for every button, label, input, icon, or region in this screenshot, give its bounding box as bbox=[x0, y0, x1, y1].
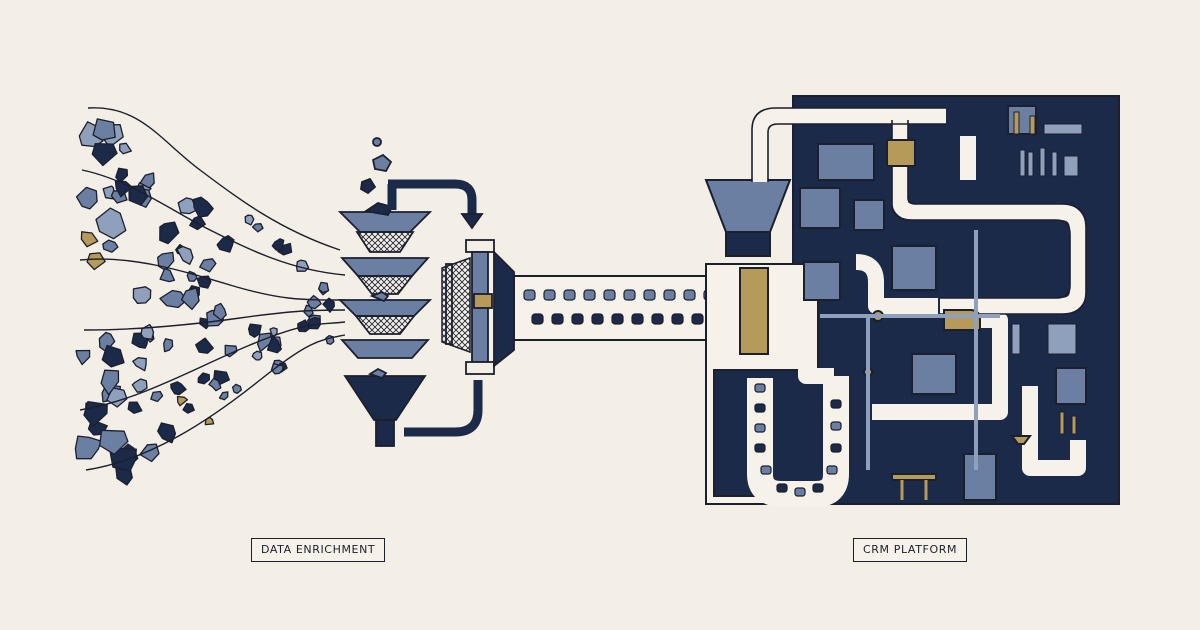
data-fragment bbox=[101, 344, 125, 368]
conveyor-bead bbox=[754, 423, 766, 433]
data-bead bbox=[623, 289, 636, 301]
data-fragment bbox=[159, 289, 188, 309]
data-bead bbox=[583, 289, 596, 301]
data-fragment bbox=[75, 349, 91, 366]
data-fragment bbox=[170, 381, 187, 396]
data-fragment bbox=[176, 395, 189, 407]
conveyor-bead bbox=[754, 443, 766, 453]
data-bead bbox=[631, 313, 644, 325]
data-fragment bbox=[159, 221, 180, 245]
data-bead bbox=[563, 289, 576, 301]
flow-lines bbox=[79, 107, 346, 471]
conveyor-bead bbox=[754, 383, 766, 393]
data-fragment bbox=[132, 286, 152, 304]
conveyor-bead bbox=[794, 487, 806, 497]
data-fragment bbox=[163, 338, 174, 353]
data-fragment bbox=[266, 336, 282, 354]
data-fragment bbox=[197, 372, 211, 385]
data-fragment bbox=[80, 231, 99, 248]
crm-machine-icon bbox=[704, 95, 1120, 507]
data-bead bbox=[591, 313, 604, 325]
data-fragment bbox=[127, 401, 143, 414]
data-fragment bbox=[114, 180, 133, 198]
conveyor-bead bbox=[830, 443, 842, 453]
data-fragment bbox=[102, 239, 119, 253]
data-fragment bbox=[195, 337, 214, 354]
data-fragment bbox=[251, 350, 263, 361]
data-fragment bbox=[86, 252, 106, 271]
crm-platform-label: CRM PLATFORM bbox=[853, 538, 968, 562]
data-fragment bbox=[157, 422, 177, 444]
data-bead bbox=[651, 313, 664, 325]
conveyor-bead bbox=[830, 399, 842, 409]
data-fragment bbox=[131, 378, 148, 393]
data-bead bbox=[663, 289, 676, 301]
data-fragment bbox=[306, 294, 322, 310]
data-fragment bbox=[208, 377, 222, 392]
data-fragment bbox=[139, 172, 155, 189]
data-fragment bbox=[176, 245, 194, 265]
data-bead bbox=[531, 313, 544, 325]
conveyor-bead bbox=[826, 465, 838, 475]
valve-connector-icon bbox=[387, 179, 515, 437]
data-bead bbox=[603, 289, 616, 301]
data-fragment bbox=[244, 214, 255, 226]
data-fragment bbox=[231, 383, 242, 395]
data-fragment bbox=[92, 118, 116, 141]
data-fragment bbox=[271, 238, 285, 251]
data-bead bbox=[611, 313, 624, 325]
data-fragment bbox=[74, 435, 102, 460]
data-fragment bbox=[91, 142, 118, 167]
data-fragment bbox=[128, 185, 149, 206]
data-fragment bbox=[270, 362, 284, 375]
data-fragment bbox=[251, 223, 264, 233]
data-fragment bbox=[212, 302, 227, 321]
data-bead bbox=[523, 289, 536, 301]
data-fragment bbox=[75, 186, 98, 210]
data-fragment bbox=[322, 297, 335, 313]
data-fragment bbox=[180, 287, 200, 311]
conveyor-bead bbox=[754, 403, 766, 413]
data-bead bbox=[643, 289, 656, 301]
data-fragment bbox=[119, 142, 132, 155]
data-fragment bbox=[150, 390, 164, 403]
data-fragment bbox=[177, 197, 198, 215]
conveyor-bead bbox=[830, 421, 842, 431]
data-fragment bbox=[182, 403, 195, 414]
data-fragment bbox=[95, 207, 127, 240]
data-enrichment-label: DATA ENRICHMENT bbox=[251, 538, 386, 562]
data-bead bbox=[571, 313, 584, 325]
data-fragment bbox=[99, 429, 129, 455]
data-bead bbox=[543, 289, 556, 301]
data-fragment bbox=[132, 357, 147, 372]
data-fragment bbox=[140, 323, 155, 340]
data-bead bbox=[551, 313, 564, 325]
data-fragment bbox=[100, 369, 120, 396]
data-fragment bbox=[297, 319, 310, 333]
data-fragment bbox=[218, 391, 229, 401]
data-bead bbox=[671, 313, 684, 325]
data-fragment bbox=[159, 267, 176, 283]
conveyor-bead bbox=[812, 483, 824, 493]
data-bead bbox=[691, 313, 704, 325]
data-fragment bbox=[192, 196, 214, 218]
conveyor-bead bbox=[776, 483, 788, 493]
filter-funnel-stack-icon bbox=[337, 137, 433, 447]
data-fragment bbox=[307, 316, 321, 330]
conveyor-bead bbox=[760, 465, 772, 475]
data-fragment bbox=[247, 323, 262, 338]
data-fragment bbox=[295, 259, 310, 272]
data-fragment bbox=[199, 258, 217, 273]
data-bead bbox=[683, 289, 696, 301]
data-fragment bbox=[317, 281, 330, 294]
